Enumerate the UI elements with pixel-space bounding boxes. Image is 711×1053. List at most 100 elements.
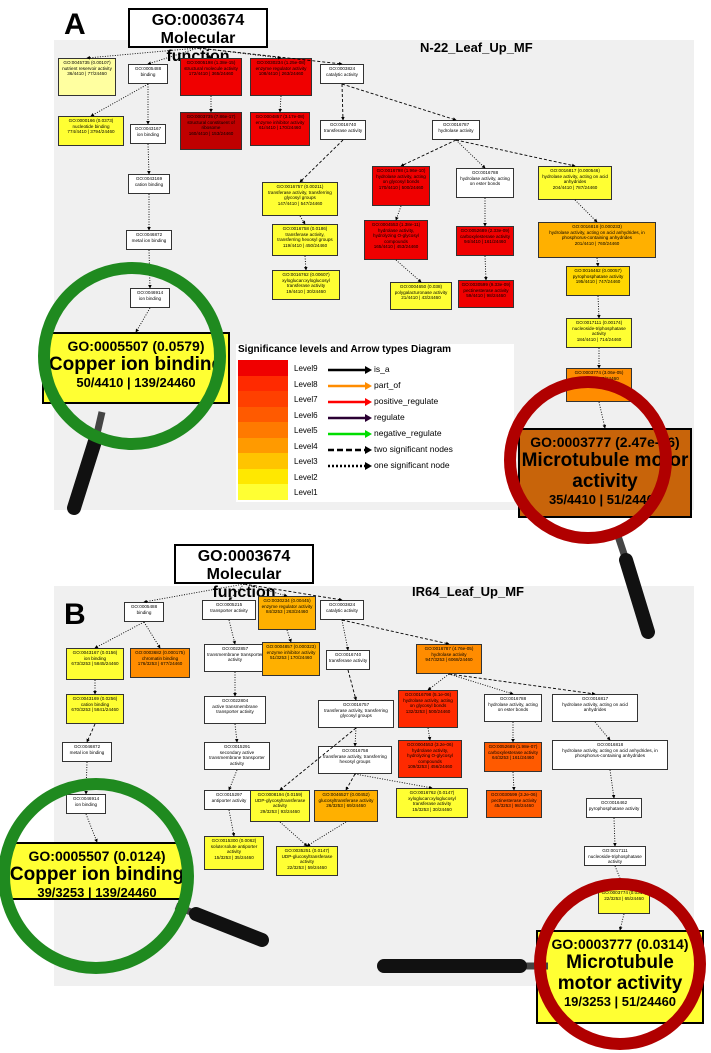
go-term-node: GO:0030599 (9.33e-09)pectinesterase acti… [458,280,514,308]
panel-a-root-id: GO:0003674 [151,12,245,29]
go-term-id: GO:0016462 (0.00057) [574,268,622,273]
go-term-id: GO:0016817 (0.000546) [550,168,600,173]
go-term-name: ion binding [83,655,107,661]
go-term-id: GO:0004650 (0.038) [399,284,443,289]
graph-edge [594,721,611,741]
graph-edge [613,817,617,847]
graph-edge [597,295,601,319]
go-term-id: GO:0030234 (0.00445) [263,598,311,603]
go-term-counts: 673/3253 | 5845/24460 [71,661,119,667]
legend-arrow-head [365,366,372,374]
go-term-counts: 15/3253 | 35/24460 [214,854,254,860]
graph-edge [90,83,149,117]
panel-b-micro-name: Microtubule motor activity [557,952,683,994]
graph-edge [85,813,98,843]
graph-edge [143,583,245,604]
panel-b-edges [84,583,625,931]
go-term-counts: 201/4410 | 760/24460 [574,240,620,246]
go-term-name: cation binding [134,181,164,187]
go-term-node: GO:0052689 (1.98e-07)carboxylesterase ac… [484,742,542,772]
legend-arrow-label: regulate [374,412,405,422]
go-term-id: GO:0000166 (0.0373) [68,118,114,123]
go-term-name: solute:solute antiporter activity [210,843,258,855]
graph-edge [341,619,350,651]
go-term-counts: 176/3253 | 677/24460 [137,661,183,667]
panel-b-root-id: GO:0003674 [197,548,291,565]
go-term-name: hydrolase activity [431,651,467,657]
legend-level-swatch [238,437,288,454]
go-term-name: hydrolase activity, acting on glycosyl b… [376,173,426,185]
legend-level-label: Level8 [294,379,318,389]
go-term-id: GO:0016787 [442,122,470,127]
graph-edge [341,83,345,121]
go-term-id: GO:0030234 (1.25e-08) [256,60,306,65]
panel-b-copper-box: GO:0005507 (0.0124) Copper ion binding 3… [6,842,188,900]
go-term-counts: 147/4410 | 547/24460 [277,200,323,206]
panel-a-copper-name: Copper ion binding [48,354,224,375]
go-term-name: ion binding [138,295,162,301]
go-term-node: GO:0016758 (0.0186)transferase activity,… [272,224,338,256]
graph-edge [143,621,161,649]
legend-arrow-samples [328,366,372,470]
go-term-counts: 165/4410 | 453/24460 [373,244,419,250]
legend-level-swatch [238,422,288,438]
go-term-name: hydrolase activity, acting on glycosyl b… [403,697,453,709]
go-term-name: hydrolase activity, acting on acid anhyd… [562,701,628,713]
go-term-name: antiporter activity [211,797,247,803]
graph-edge [299,215,306,225]
go-term-counts: 170/4410 | 500/24460 [378,184,424,190]
graph-edge [341,83,457,121]
go-term-id: GO:0016818 [596,742,624,747]
go-term-id: GO:0016798 (1.96e-10) [376,168,426,173]
legend-arrow-label: two significant nodes [374,444,453,454]
go-term-id: GO:0003735 (7.86e-17) [186,114,236,119]
go-term-name: enzyme inhibitor activity [266,649,316,655]
go-term-name: ion binding [74,801,98,807]
go-term-id: GO:0003682 (0.000175) [135,650,185,655]
legend-arrow-label: is_a [374,364,390,374]
legend-arrow-head [365,462,372,470]
panel-a-copper-id: GO:0005507 (0.0579) [67,338,205,354]
panel-b-title: IR64_Leaf_Up_MF [412,584,524,599]
go-term-id: GO:0005215 [215,602,243,607]
panel-a-copper-box: GO:0005507 (0.0579) Copper ion binding 5… [42,332,230,404]
go-term-name: structural constituent of ribosome [187,119,235,131]
go-term-name: transferase activity, transferring glyco… [268,189,332,201]
graph-edge [279,821,308,847]
go-term-node: GO:0016818 (0.000233)hydrolase activity,… [538,222,656,258]
legend-arrow-label: positive_regulate [374,396,439,406]
go-term-node: GO:0016762 (0.00607)xyloglucan:xylogluco… [272,270,340,300]
graph-edge [395,205,402,221]
go-term-name: polygalacturonase activity [394,289,448,295]
go-term-id: GO:0043167 (0.0156) [72,650,118,655]
legend-level-label: Level9 [294,364,318,373]
go-term-counts: 59/4410 | 98/24460 [466,293,506,299]
magnifier-icon [377,878,706,1050]
legend-level-swatch [238,360,288,376]
go-term-id: GO:0016740 [334,652,362,657]
go-term-node: GO:0030599 (3.2e-06)pectinesterase activ… [486,790,542,818]
graph-edge [618,913,625,931]
go-term-id: GO:0016758 (0.0186) [282,226,328,231]
graph-edge [228,583,245,601]
go-term-id: GO:0030599 (3.2e-06) [490,792,538,797]
go-term-node: GO:0016817 (0.000546)hydrolase activity,… [538,166,612,200]
go-term-id: GO:0022804 [221,698,249,703]
graph-edge [353,727,357,747]
graph-edge [84,761,88,795]
graph-edge [234,723,239,743]
go-term-name: hydrolase activity, acting on ester bond… [488,701,538,713]
go-term-name: chromatin binding [141,655,179,661]
go-term-counts: 64/3253 | 161/24460 [491,755,535,761]
graph-edge [455,139,576,168]
graph-edge [135,307,151,333]
go-term-counts: 774/4410 | 3794/24460 [67,129,115,135]
panel-b-micro-id: GO:0003777 (0.0314) [551,936,689,952]
go-term-name: transferase activity, transferring glyco… [324,707,388,719]
